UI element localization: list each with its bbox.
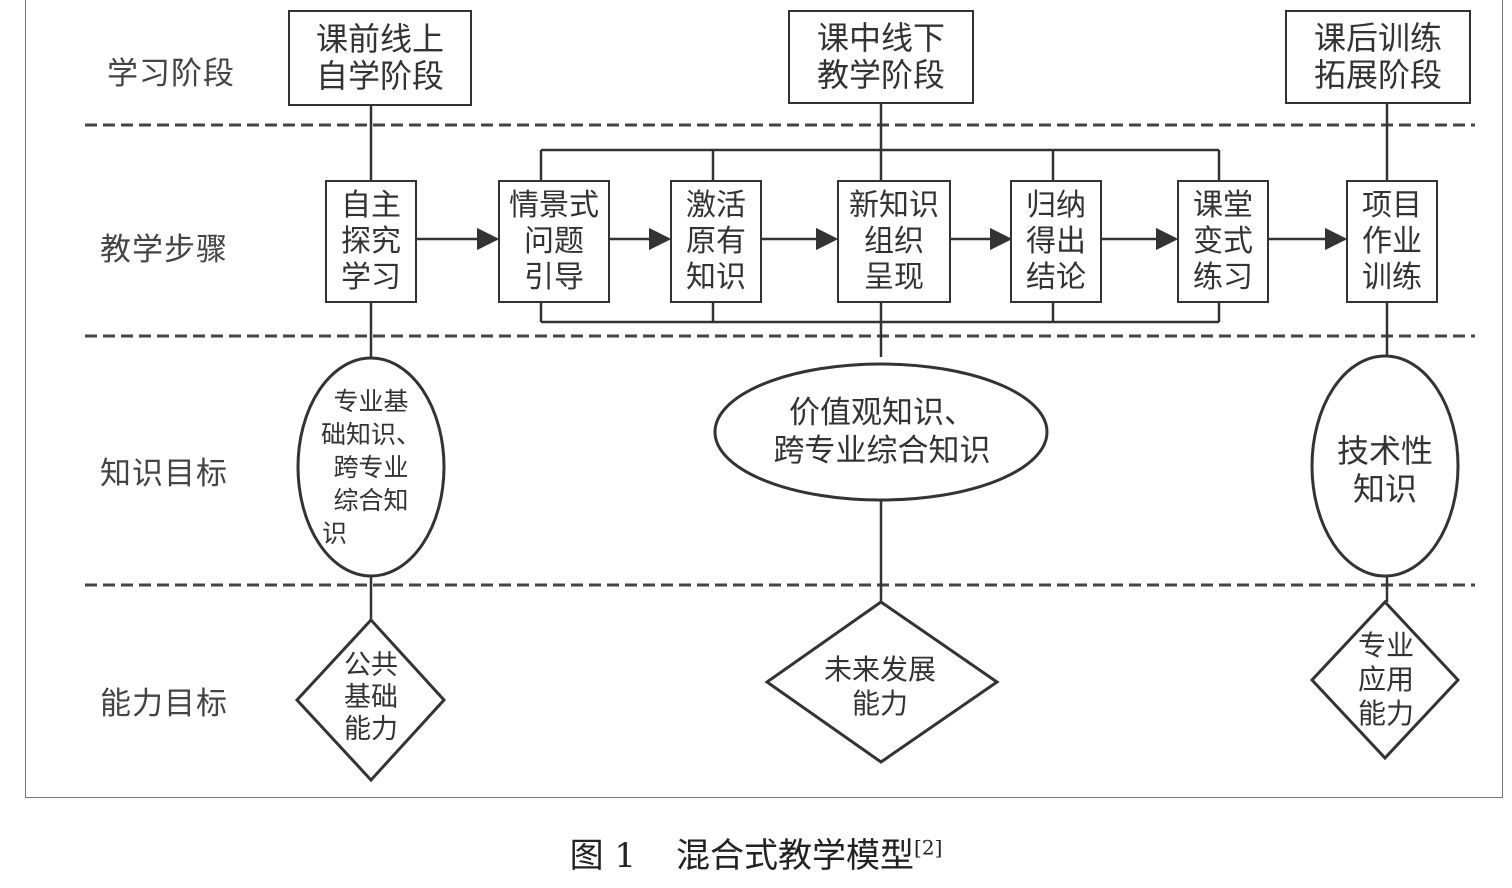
step-box-2: 情景式 问题 引导 [498, 180, 610, 303]
stage-box-post: 课后训练 拓展阶段 [1285, 10, 1471, 104]
row-label-knowledge: 知识目标 [100, 456, 228, 492]
knowledge-text-2: 价值观知识、 跨专业综合知识 [773, 395, 991, 469]
ability-text-3: 专业 应用 能力 [1357, 629, 1414, 730]
step-box-5: 归纳 得出 结论 [1010, 180, 1102, 303]
knowledge-text-3: 技术性 知识 [1336, 432, 1433, 508]
ellipse-k1 [296, 356, 446, 578]
caption-title: 混合式教学模型 [676, 836, 915, 876]
ellipse-k3 [1310, 354, 1460, 578]
figure-caption: 图 1 混合式教学模型[2] [0, 828, 1512, 877]
row-label-ability: 能力目标 [100, 686, 228, 722]
row-label-steps: 教学步骤 [100, 232, 228, 268]
stage-box-pre: 课前线上 自学阶段 [288, 10, 472, 106]
ability-text-1: 公共 基础 能力 [344, 650, 398, 745]
step-box-1: 自主 探究 学习 [325, 180, 417, 303]
ellipse-k2 [713, 362, 1049, 502]
stage-box-mid: 课中线下 教学阶段 [788, 10, 974, 104]
caption-label: 图 1 [569, 836, 637, 876]
step-box-7: 项目 作业 训练 [1346, 180, 1438, 303]
step-box-3: 激活 原有 知识 [670, 180, 762, 303]
diamond-a1 [294, 617, 447, 783]
knowledge-text-1: 专业基 础知识、 跨专业 综合知 识 [320, 386, 421, 548]
ability-text-2: 未来发展 能力 [823, 653, 936, 720]
diamond-a3 [1309, 599, 1461, 761]
diagram-frame [25, 0, 1503, 798]
step-box-6: 课堂 变式 练习 [1177, 180, 1269, 303]
row-label-stage: 学习阶段 [107, 56, 235, 92]
diamond-a2 [764, 600, 1000, 764]
step-box-4: 新知识 组织 呈现 [837, 180, 951, 303]
caption-reference: [2] [914, 835, 943, 860]
